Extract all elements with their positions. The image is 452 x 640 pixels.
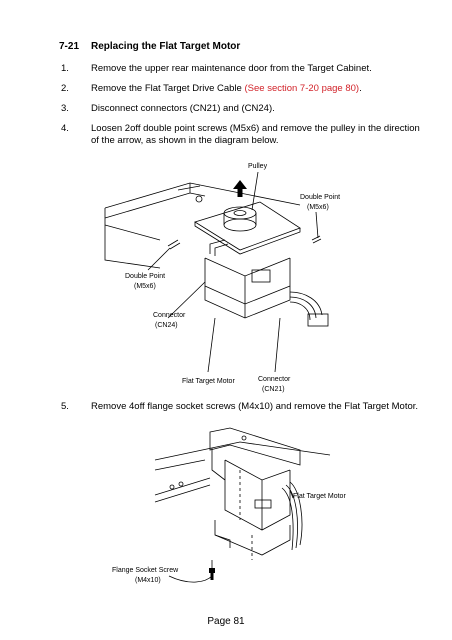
label-double-point-left: Double Point (125, 273, 165, 280)
section-number: 7-21 (59, 41, 80, 52)
step-number: 2. (61, 83, 69, 94)
step-number: 1. (61, 63, 69, 74)
label-double-point-right: Double Point (300, 194, 340, 201)
label-connector-cn24: Connector (153, 312, 186, 319)
step-5: 5. Remove 4off flange socket screws (M4x… (61, 401, 421, 413)
page-number: Page 81 (207, 616, 245, 627)
label-connector-cn21: Connector (258, 376, 291, 383)
step-number: 3. (61, 103, 69, 114)
step-text-tail: . (359, 83, 362, 94)
step-text: Remove the upper rear maintenance door f… (91, 63, 372, 74)
step-2: 2. Remove the Flat Target Drive Cable (S… (61, 83, 421, 95)
label-flange-socket-screw-size: (M4x10) (135, 577, 161, 584)
label-double-point-left-size: (M5x6) (134, 283, 156, 290)
label-flange-socket-screw: Flange Socket Screw (112, 567, 179, 574)
removal-direction-arrow-icon (233, 180, 247, 197)
label-flat-target-motor-2: Flat Target Motor (293, 493, 346, 500)
step-text: Remove the Flat Target Drive Cable (91, 83, 245, 94)
motor-removal-diagram (154, 427, 331, 583)
step-1: 1. Remove the upper rear maintenance doo… (61, 63, 421, 75)
label-connector-cn21-id: (CN21) (262, 386, 285, 393)
label-double-point-right-size: (M5x6) (307, 204, 329, 211)
step-text: Disconnect connectors (CN21) and (CN24). (91, 103, 275, 114)
step-3: 3. Disconnect connectors (CN21) and (CN2… (61, 103, 421, 115)
section-title: Replacing the Flat Target Motor (91, 41, 241, 52)
step-text: Loosen 2off double point screws (M5x6) a… (91, 123, 420, 146)
label-flat-target-motor: Flat Target Motor (182, 378, 235, 385)
step-4: 4. Loosen 2off double point screws (M5x6… (61, 123, 421, 147)
step-number: 4. (61, 123, 69, 134)
step-number: 5. (61, 401, 69, 412)
step-text: Remove 4off flange socket screws (M4x10)… (91, 401, 419, 412)
section-heading: 7-21 Replacing the Flat Target Motor (59, 41, 240, 52)
flange-socket-screw-icon (209, 568, 215, 580)
label-connector-cn24-id: (CN24) (155, 322, 178, 329)
section-reference-link[interactable]: (See section 7-20 page 80) (244, 83, 360, 94)
label-pulley: Pulley (248, 163, 268, 170)
